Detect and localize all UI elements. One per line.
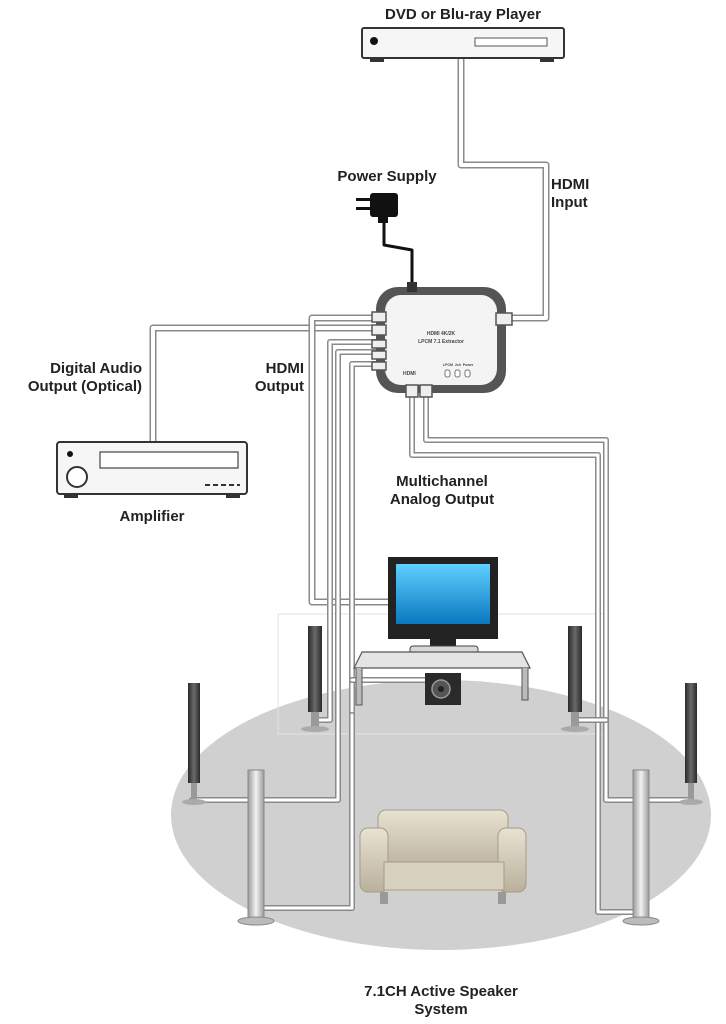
speaker-front-right xyxy=(561,626,589,732)
dvd-player-device xyxy=(361,27,565,62)
speaker-side-right xyxy=(679,683,703,805)
dvd-player-label: DVD or Blu-ray Player xyxy=(385,6,541,23)
subwoofer xyxy=(425,673,461,705)
hdmi-output-label: HDMI Output xyxy=(254,360,304,395)
speaker-side-left xyxy=(182,683,206,805)
tv-stand xyxy=(353,651,531,706)
led-label-lpcm: LPCM xyxy=(443,363,453,367)
amplifier-label: Amplifier xyxy=(119,508,185,525)
multichannel-label: Multichannel Analog Output xyxy=(389,473,495,508)
power-supply-adapter xyxy=(356,193,398,223)
extractor-device: HDMI 4K/2K LPCM 7.1 Extractor HDMI LPCM … xyxy=(371,282,513,398)
power-supply-label: Power Supply xyxy=(337,168,437,185)
hdmi-logo: HDMI xyxy=(403,371,416,377)
speaker-rear-right xyxy=(622,769,660,926)
led-label-2ch: 2ch xyxy=(455,363,461,367)
led-label-power: Power xyxy=(463,363,474,367)
cables xyxy=(149,56,693,915)
television xyxy=(388,557,498,657)
device-title-line1: HDMI 4K/2K xyxy=(427,331,456,337)
power-cable xyxy=(382,213,414,290)
hdmi-input-cable xyxy=(457,56,550,322)
device-title-line2: LPCM 7.1 Extractor xyxy=(418,339,464,345)
digital-audio-label: Digital Audio Output (Optical) xyxy=(27,360,142,395)
sofa xyxy=(359,809,527,904)
hdmi-input-label: HDMI Input xyxy=(551,176,590,211)
speaker-front-left xyxy=(301,626,329,732)
speaker-system-label: 7.1CH Active Speaker System xyxy=(364,983,518,1018)
amplifier-device xyxy=(56,441,248,498)
speaker-rear-left xyxy=(237,769,275,926)
